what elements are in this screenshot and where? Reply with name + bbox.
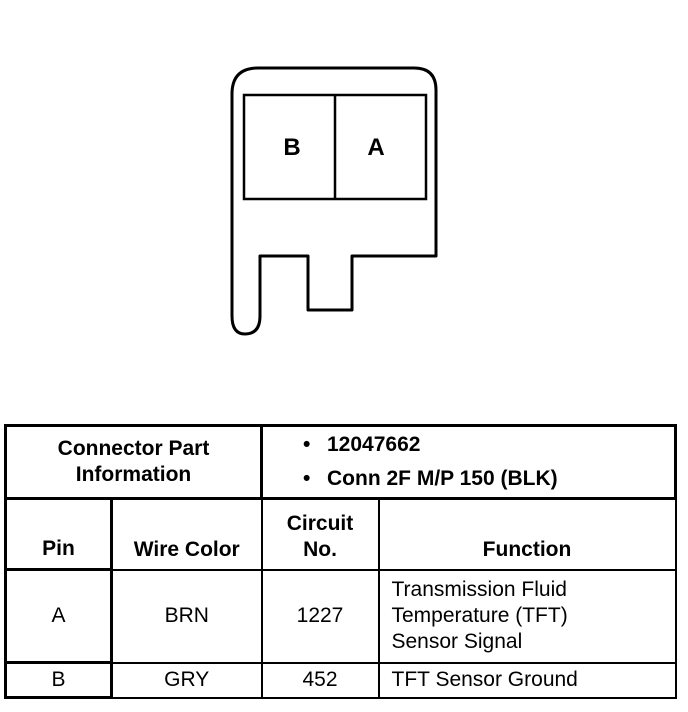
connector-pinout-table: Connector Part Information • 12047662 • Co… — [4, 424, 678, 699]
part-info-row: Connector Part Information • 12047662 • Co… — [4, 424, 678, 500]
function-line: TFT Sensor Ground — [391, 668, 578, 691]
circuit-cell: 1227 — [260, 568, 380, 664]
pin-cavity-label-a: A — [367, 134, 384, 161]
header-pin: Pin — [4, 497, 113, 571]
function-cell: TFT Sensor Ground — [377, 661, 677, 699]
pin-cavity-label-b: B — [283, 134, 300, 161]
pin-cell: B — [4, 661, 113, 699]
circuit-cell: 452 — [260, 661, 380, 699]
connector-face-diagram: B A — [230, 66, 438, 336]
header-function: Function — [377, 497, 677, 571]
bullet-icon: • — [303, 433, 311, 456]
part-info-label-line1: Connector Part — [57, 437, 210, 460]
function-line: Sensor Signal — [391, 630, 523, 653]
wire-color-cell: BRN — [110, 568, 263, 664]
function-line: Transmission Fluid — [391, 578, 567, 601]
connector-housing-outline — [230, 66, 438, 336]
part-number-item: • Conn 2F M/P 150 (BLK) — [263, 462, 674, 496]
header-circuit-no: Circuit No. — [260, 497, 380, 571]
table-row: B GRY 452 TFT Sensor Ground — [4, 661, 677, 699]
function-cell: Transmission Fluid Temperature (TFT) Sen… — [377, 568, 677, 664]
function-line: Temperature (TFT) — [391, 604, 568, 627]
header-circuit-line1: Circuit — [286, 511, 354, 535]
part-number-text: 12047662 — [327, 433, 421, 456]
part-info-label-cell: Connector Part Information — [4, 424, 263, 500]
pin-cell: A — [4, 568, 113, 664]
part-number-item: • 12047662 — [263, 428, 674, 462]
column-header-row: Pin Wire Color Circuit No. Function — [4, 497, 677, 571]
header-circuit-line2: No. — [303, 537, 337, 561]
wire-color-cell: GRY — [110, 661, 263, 699]
part-number-text: Conn 2F M/P 150 (BLK) — [327, 467, 558, 490]
part-info-label-line2: Information — [75, 463, 192, 486]
bullet-icon: • — [303, 467, 311, 490]
header-wire-color: Wire Color — [110, 497, 263, 571]
table-row: A BRN 1227 Transmission Fluid Temperatur… — [4, 568, 677, 664]
part-numbers-cell: • 12047662 • Conn 2F M/P 150 (BLK) — [259, 424, 678, 500]
